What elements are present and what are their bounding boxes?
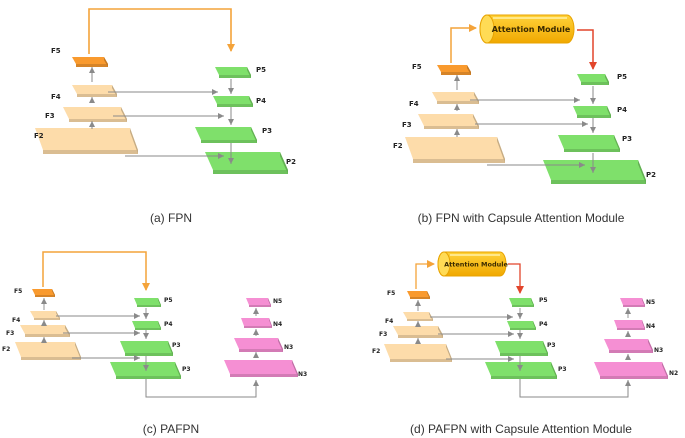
- p5-slab: [215, 67, 251, 78]
- f3-label: F3: [45, 112, 55, 120]
- f2-slab: [405, 137, 505, 163]
- n3-lower-label: N3: [298, 371, 307, 378]
- f5-label: F5: [412, 63, 422, 71]
- p2-slab: [205, 152, 288, 174]
- p5-label: P5: [164, 297, 173, 304]
- f2-slab: [35, 128, 138, 154]
- n2-label: N2: [669, 370, 678, 377]
- p5-slab: [577, 74, 609, 85]
- p3-lower-slab: [110, 362, 181, 379]
- n5-label: N5: [646, 299, 655, 306]
- p4-slab: [573, 106, 611, 118]
- p4-slab: [507, 321, 536, 330]
- f3-label: F3: [402, 121, 412, 129]
- f2-slab: [15, 342, 81, 360]
- p4-label: P4: [256, 97, 266, 105]
- n3-label: N3: [654, 347, 663, 354]
- p3-label: P3: [622, 135, 632, 143]
- f5-slab: [407, 291, 430, 299]
- n4-label: N4: [273, 321, 282, 328]
- f5-label: F5: [387, 290, 395, 297]
- p3-slab: [195, 127, 257, 143]
- f4-slab: [432, 92, 479, 104]
- n4-label: N4: [646, 323, 655, 330]
- f3-slab: [393, 326, 443, 338]
- f4-slab: [30, 311, 60, 320]
- caption-a: (a) FPN: [150, 211, 192, 225]
- p4-label: P4: [617, 106, 627, 114]
- p3-lower-label: P3: [182, 366, 191, 373]
- p4-label: P4: [164, 321, 173, 328]
- caption-b: (b) FPN with Capsule Attention Module: [418, 211, 625, 225]
- n3-slab: [604, 339, 653, 353]
- context-to-module-arrow: [415, 260, 435, 289]
- f3-label: F3: [6, 330, 14, 337]
- f4-slab: [72, 85, 117, 97]
- path-aggregation-arrow: [145, 379, 259, 398]
- f3-slab: [63, 107, 127, 122]
- caption-c: (c) PAFPN: [143, 422, 199, 436]
- p3-label: P3: [547, 342, 556, 349]
- f5-slab: [32, 289, 55, 297]
- p3-label: P3: [262, 127, 272, 135]
- f4-label: F4: [51, 93, 61, 101]
- f5-slab: [437, 65, 471, 75]
- p5-slab: [134, 298, 161, 307]
- f4-slab: [403, 312, 433, 321]
- p4-slab: [213, 96, 253, 107]
- p4-slab: [132, 321, 161, 330]
- n5-label: N5: [273, 298, 282, 305]
- p5-label: P5: [617, 73, 627, 81]
- f4-label: F4: [12, 317, 20, 324]
- attention-module-label: Attention Module: [444, 260, 508, 268]
- n5-slab: [620, 298, 645, 307]
- caption-d: (d) PAFPN with Capsule Attention Module: [410, 422, 632, 436]
- f2-slab: [384, 344, 452, 362]
- p5-label: P5: [256, 66, 266, 74]
- n5-slab: [246, 298, 271, 307]
- p5-label: P5: [539, 297, 548, 304]
- f4-label: F4: [385, 318, 393, 325]
- f2-label: F2: [372, 348, 380, 355]
- attention-module: Attention Module: [437, 251, 509, 277]
- f2-label: F2: [393, 142, 403, 150]
- f4-label: F4: [409, 100, 419, 108]
- attention-module: Attention Module: [479, 14, 575, 44]
- p3-slab: [558, 135, 620, 152]
- f2-label: F2: [2, 346, 10, 353]
- p4-label: P4: [539, 321, 548, 328]
- p2-slab: [543, 160, 646, 184]
- f5-label: F5: [51, 47, 61, 55]
- attention-module-label: Attention Module: [492, 25, 571, 34]
- module-to-pyramid-arrow: [508, 263, 524, 294]
- f3-label: F3: [379, 331, 387, 338]
- p3-slab: [120, 341, 173, 356]
- module-to-pyramid-arrow: [577, 29, 597, 70]
- f3-slab: [20, 325, 70, 337]
- f2-label: F2: [34, 132, 44, 140]
- p3-label: P3: [172, 342, 181, 349]
- n3-slab: [234, 338, 283, 352]
- f3-slab: [418, 114, 479, 129]
- global-context-arrow: [42, 251, 150, 291]
- p5-slab: [509, 298, 534, 307]
- p2-label: P2: [286, 158, 296, 166]
- f5-slab: [72, 57, 108, 67]
- n2-slab: [594, 362, 668, 379]
- n4-slab: [614, 320, 645, 330]
- f5-label: F5: [14, 288, 22, 295]
- p2-label: P2: [646, 171, 656, 179]
- n4-slab: [241, 318, 272, 328]
- p3-lower-slab: [485, 362, 557, 379]
- context-to-module-arrow: [450, 24, 477, 63]
- p3-slab: [495, 341, 548, 356]
- n3-label: N3: [284, 344, 293, 351]
- p3-lower-label: P3: [558, 366, 567, 373]
- path-aggregation-arrow: [519, 379, 631, 398]
- n3-lower-slab: [224, 360, 298, 377]
- global-context-arrow: [88, 8, 235, 54]
